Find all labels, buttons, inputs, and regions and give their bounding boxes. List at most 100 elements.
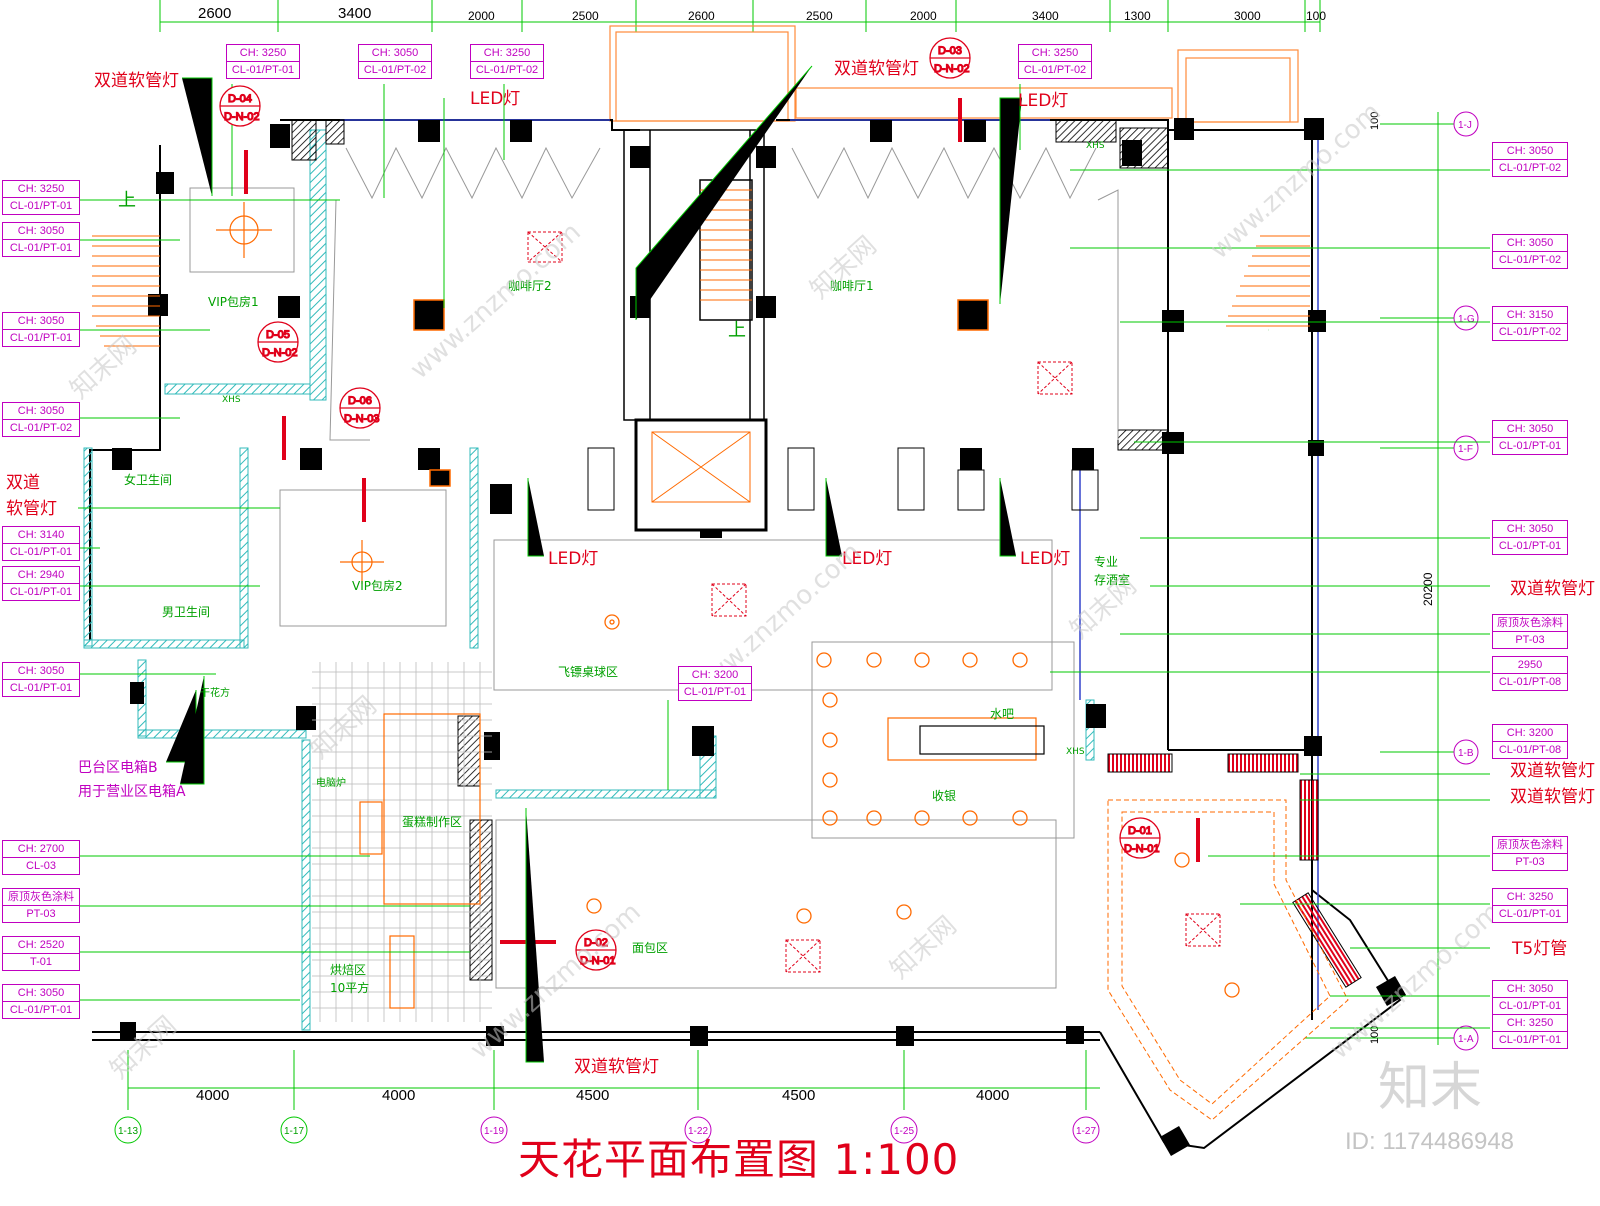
- tag-height: CH: 3250: [471, 45, 543, 62]
- room-bake-area: 10平方: [330, 980, 369, 995]
- room-oven: 电脑炉: [316, 776, 346, 789]
- dim-bottom-2: 4000: [382, 1087, 415, 1104]
- tag-height: CH: 3050: [3, 223, 79, 240]
- tag-material: CL-01/PT-01: [683, 686, 747, 698]
- tag-height: CH: 3150: [1493, 307, 1567, 324]
- structural-columns: [112, 118, 1407, 1157]
- label-xhs-3: XHS: [1066, 747, 1085, 757]
- tag-height: CH: 3200: [679, 667, 751, 684]
- watermark-logo: 知末: [1378, 1058, 1483, 1118]
- dimension-chain-top: [159, 0, 1321, 32]
- svg-text:1-A: 1-A: [1458, 1034, 1474, 1045]
- ceiling-zones: [189, 187, 1119, 989]
- callout-led-2: LED灯: [1018, 91, 1068, 111]
- callout-dual-hose-r1: 双道软管灯: [1510, 579, 1595, 599]
- tag-material: CL-01/PT-02: [1498, 254, 1562, 266]
- tag-material: CL-01/PT-01: [9, 1004, 73, 1016]
- room-women-wc: 女卫生间: [124, 472, 172, 487]
- dim-top-2: 3400: [338, 5, 371, 22]
- detail-ref-d04: D-04D-N-02: [219, 85, 261, 127]
- tag-material: CL-01/PT-08: [1498, 676, 1562, 688]
- ceiling-triangles: [345, 146, 1097, 200]
- svg-text:D-N-01: D-N-01: [1124, 843, 1159, 855]
- label-up-3: 上: [1268, 328, 1269, 331]
- detail-ref-d06: D-06D-N-03: [339, 387, 381, 429]
- dim-top-8: 3400: [1032, 9, 1059, 23]
- dim-bottom-1: 4000: [196, 1087, 229, 1104]
- svg-text:1-B: 1-B: [1458, 748, 1474, 759]
- dim-bottom-5: 4000: [976, 1087, 1009, 1104]
- elevator-core: [634, 418, 768, 532]
- dimension-chain-right: [1305, 112, 1455, 1045]
- tag-material: CL-01/PT-02: [1498, 162, 1562, 174]
- axis-bubble: 1-13: [114, 1116, 142, 1144]
- room-bake: 烘焙区: [330, 962, 366, 977]
- room-labels: VIP包房1 咖啡厅2 咖啡厅1 女卫生间 男卫生间 VIP包房2 专业 存酒室…: [118, 141, 1269, 995]
- axis-bubble: 1-B: [1453, 739, 1479, 765]
- detail-ref-d03: D-03D-N-02: [929, 37, 971, 79]
- callout-led-1: LED灯: [470, 89, 520, 109]
- callout-led-4: LED灯: [842, 549, 892, 569]
- tag-material: CL-01/PT-01: [9, 546, 73, 558]
- access-panels: [527, 231, 1221, 973]
- svg-text:1-25: 1-25: [894, 1126, 914, 1137]
- detail-ref-d02: D-02D-N-01: [575, 929, 617, 971]
- room-cake: 蛋糕制作区: [402, 815, 462, 829]
- room-men-wc: 男卫生间: [162, 605, 210, 619]
- label-up-1: 上: [118, 190, 136, 211]
- tag-material: CL-01/PT-08: [1498, 744, 1562, 756]
- tag-material: CL-01/PT-01: [9, 682, 73, 694]
- entrance-porches: [609, 25, 1299, 123]
- tag-material: CL-01/PT-01: [9, 200, 73, 212]
- tag-height: CH: 3140: [3, 527, 79, 544]
- dim-top-1: 2600: [198, 5, 231, 22]
- callout-dual-hose-1: 双道软管灯: [94, 71, 179, 91]
- callout-dual-hose-2: 双道软管灯: [834, 59, 919, 79]
- tag-height: 原顶灰色涂料: [3, 889, 79, 906]
- svg-text:D-06: D-06: [348, 395, 372, 407]
- tag-material: CL-01/PT-01: [1498, 540, 1562, 552]
- svg-text:D-01: D-01: [1128, 825, 1152, 837]
- room-wine-cellar-1: 专业: [1094, 554, 1118, 569]
- tag-height: CH: 3250: [1493, 1015, 1567, 1032]
- svg-text:1-17: 1-17: [284, 1126, 304, 1137]
- dim-top-11: 100: [1306, 9, 1326, 23]
- svg-text:D-02: D-02: [584, 937, 608, 949]
- axis-bubble: 1-22: [684, 1116, 712, 1144]
- bay-ceiling: [1107, 799, 1349, 1121]
- tag-material: CL-01/PT-01: [231, 64, 295, 76]
- cove-light-boxes: [413, 299, 989, 487]
- callout-panel-a: 用于营业区电箱A: [78, 784, 186, 800]
- tag-material: CL-01/PT-02: [1498, 326, 1562, 338]
- axis-bubble: 1-17: [280, 1116, 308, 1144]
- callout-dual-hose-r2: 双道软管灯: [1510, 761, 1595, 781]
- axis-bubble: 1-J: [1453, 111, 1479, 137]
- callout-t5: T5灯管: [1511, 939, 1567, 959]
- tag-material: T-01: [29, 956, 52, 968]
- room-flower: 干花方: [200, 686, 230, 699]
- dim-bottom-4: 4500: [782, 1087, 815, 1104]
- tag-material: CL-01/PT-01: [1498, 1000, 1562, 1012]
- tag-material: CL-01/PT-02: [363, 64, 427, 76]
- tag-height: CH: 3050: [1493, 981, 1567, 998]
- tag-material: PT-03: [26, 908, 56, 920]
- tag-material: CL-01/PT-01: [1498, 1034, 1562, 1046]
- detail-ref-d01: D-01D-N-01: [1119, 817, 1161, 859]
- dim-top-9: 1300: [1124, 9, 1151, 23]
- callout-dual-1: 双道: [6, 473, 40, 493]
- tag-material: PT-03: [1515, 634, 1545, 646]
- svg-text:1-22: 1-22: [688, 1126, 708, 1137]
- svg-text:1-19: 1-19: [484, 1126, 504, 1137]
- svg-text:1-13: 1-13: [118, 1126, 138, 1137]
